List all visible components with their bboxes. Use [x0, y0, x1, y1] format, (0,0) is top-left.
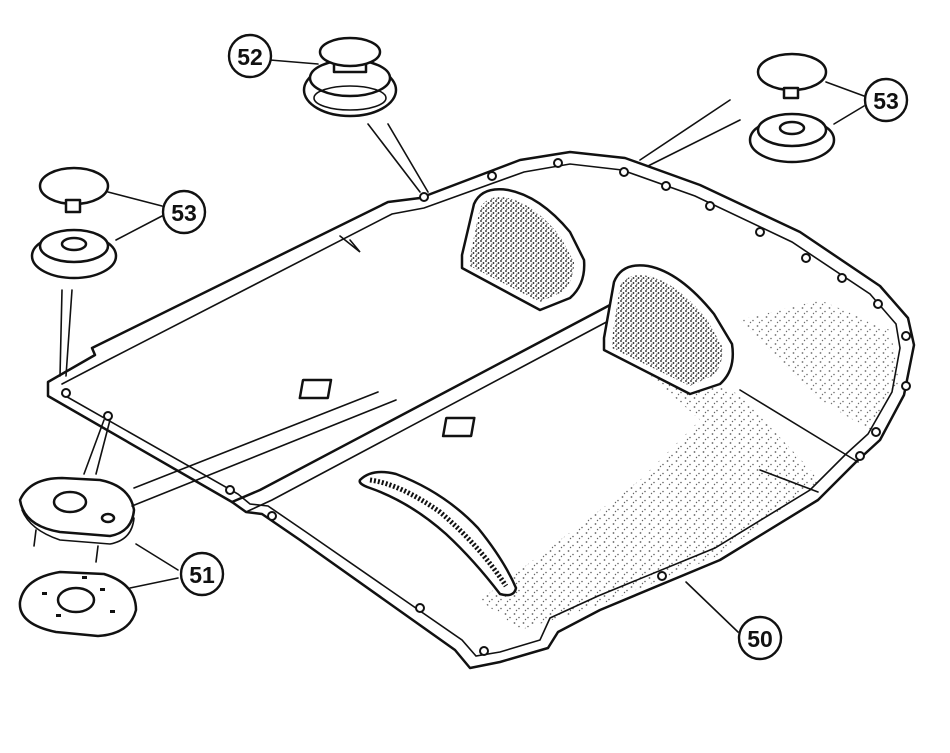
turnbutton-part: [302, 36, 429, 193]
callout-53-right: 53: [863, 77, 909, 123]
callout-50: 50: [737, 615, 783, 661]
panel-fitting-left: [298, 378, 333, 400]
edge-studs: [61, 158, 911, 656]
headrest-fairing-right: [602, 264, 734, 396]
callout-51-label: 51: [189, 562, 215, 588]
tonneau-centre-seam-inner: [245, 317, 615, 513]
callout-52-label: 52: [237, 44, 263, 70]
callout-50-label: 50: [747, 626, 773, 652]
callout-53-left-label: 53: [171, 200, 197, 226]
tonneau-left-fold: [339, 235, 361, 253]
tonneau-cover: [46, 150, 916, 670]
tonneau-bead: [61, 163, 901, 657]
tonneau-rear-seam-2: [759, 469, 819, 493]
tonneau-zip-strip: [358, 470, 518, 597]
leader-lines: [107, 59, 865, 633]
fastener-plate-part: [18, 391, 397, 638]
plate-slots: [42, 576, 115, 617]
tonneau-rear-seam: [739, 389, 859, 463]
callout-53-left: 53: [161, 189, 207, 235]
snap-fastener-right-part: [639, 52, 836, 167]
snap-fastener-left-part: [30, 166, 118, 377]
callout-51: 51: [179, 551, 225, 597]
headrest-fairing-left: [460, 188, 586, 312]
tonneau-shading-rear: [740, 300, 900, 430]
callout-53-right-label: 53: [873, 88, 899, 114]
tonneau-shading: [480, 330, 820, 630]
panel-fitting-right: [441, 416, 476, 438]
callout-52: 52: [227, 33, 273, 79]
